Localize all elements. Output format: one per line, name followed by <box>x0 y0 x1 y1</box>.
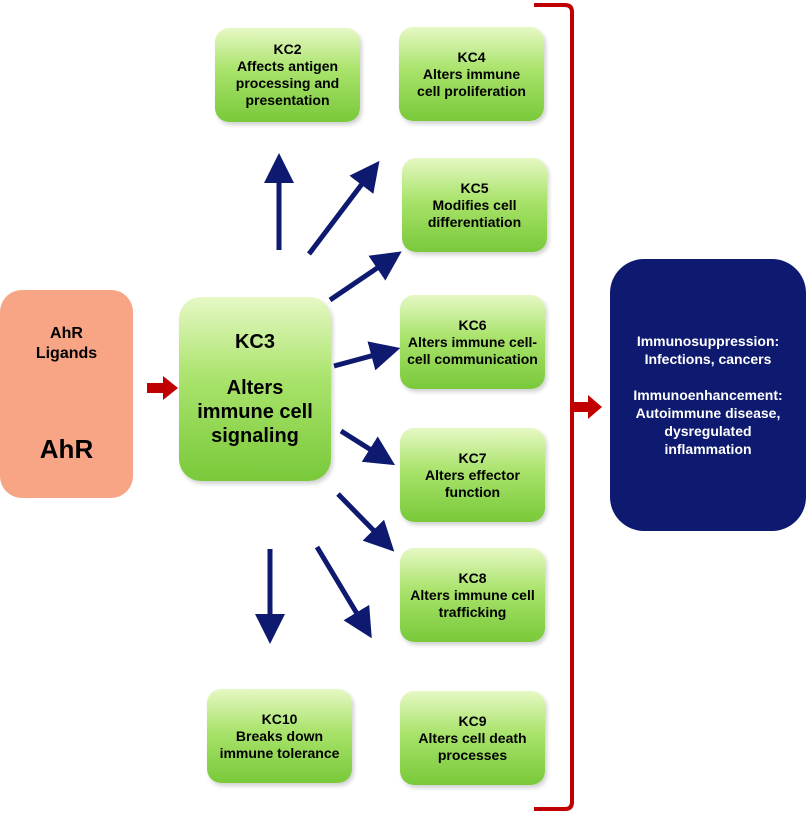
kc9-box: KC9 Alters cell death processes <box>400 691 545 785</box>
kc-id: KC5 <box>460 179 489 196</box>
ahr-ligands-box: AhR Ligands AhR <box>0 290 133 498</box>
kc-id: KC7 <box>458 449 487 466</box>
kc4-box: KC4 Alters immune cell proliferation <box>399 27 544 121</box>
kc-text-line: trafficking <box>438 603 507 620</box>
kc5-box: KC5 Modifies cell differentiation <box>402 158 547 252</box>
kc-text-line: processes <box>437 746 508 763</box>
arrow-kc3-to-kc9 <box>314 545 372 639</box>
kc-id: KC6 <box>458 316 487 333</box>
immunosuppression-heading: Immunosuppression: <box>636 333 780 349</box>
kc8-box: KC8 Alters immune cell trafficking <box>400 548 545 642</box>
immunoenhancement-detail-line: dysregulated <box>664 423 752 439</box>
kc3-id: KC3 <box>234 331 275 353</box>
arrow-kc3-to-kc4 <box>307 160 380 256</box>
kc7-box: KC7 Alters effector function <box>400 428 545 522</box>
immunoenhancement-heading: Immunoenhancement: <box>633 387 783 403</box>
kc-text-line: Alters effector <box>425 466 520 483</box>
kc-id: KC2 <box>273 41 302 57</box>
red-bracket <box>534 3 574 811</box>
immunoenhancement-detail-line: inflammation <box>664 441 752 457</box>
kc-id: KC9 <box>458 712 487 729</box>
kc10-box: KC10 Breaks down immune tolerance <box>207 689 352 783</box>
arrow-kc3-to-kc6 <box>333 341 401 371</box>
immunosuppression-detail: Infections, cancers <box>644 351 772 367</box>
kc-text-line: Alters cell death <box>418 729 527 746</box>
arrow-bracket-to-outcome <box>574 395 602 419</box>
kc-text-line: presentation <box>245 92 330 108</box>
kc-text-line: Alters immune cell- <box>407 333 538 350</box>
arrow-kc3-to-kc8 <box>336 492 395 552</box>
kc6-box: KC6 Alters immune cell- cell communicati… <box>400 295 545 389</box>
kc-text-line: cell proliferation <box>417 82 526 99</box>
immunoenhancement-detail-line: Autoimmune disease, <box>635 405 781 421</box>
kc-id: KC4 <box>457 48 486 65</box>
kc-text-line: differentiation <box>427 213 522 230</box>
kc3-box: KC3 Alters immune cell signaling <box>179 297 331 481</box>
kc-text-line: Alters immune cell <box>410 586 535 603</box>
kc-text-line: Modifies cell <box>432 196 517 213</box>
arrow-ligands-to-kc3 <box>147 376 178 400</box>
kc3-text-line: Alters <box>226 377 284 399</box>
arrow-kc3-to-kc5 <box>328 251 402 303</box>
kc-text-line: Alters immune <box>422 65 521 82</box>
arrow-kc3-to-kc7 <box>339 428 396 466</box>
kc-text-line: Breaks down <box>235 727 324 744</box>
kc3-text-line: signaling <box>211 425 299 447</box>
kc-text-line: processing and <box>235 75 340 91</box>
kc-text-line: immune tolerance <box>219 744 340 761</box>
kc3-text-line: immune cell <box>197 401 313 423</box>
ahr-ligands-line1: AhR <box>50 325 83 342</box>
ahr-label: AhR <box>39 434 94 464</box>
ahr-ligands-line2: Ligands <box>35 345 98 362</box>
kc-text-line: cell communication <box>407 350 538 367</box>
kc-id: KC10 <box>261 710 298 727</box>
kc-id: KC8 <box>458 569 487 586</box>
kc-text-line: function <box>444 483 501 500</box>
kc2-box: KC2 Affects antigen processing and prese… <box>215 28 360 122</box>
kc-text-line: Affects antigen <box>236 58 339 74</box>
outcome-box: Immunosuppression: Infections, cancers I… <box>610 259 806 531</box>
